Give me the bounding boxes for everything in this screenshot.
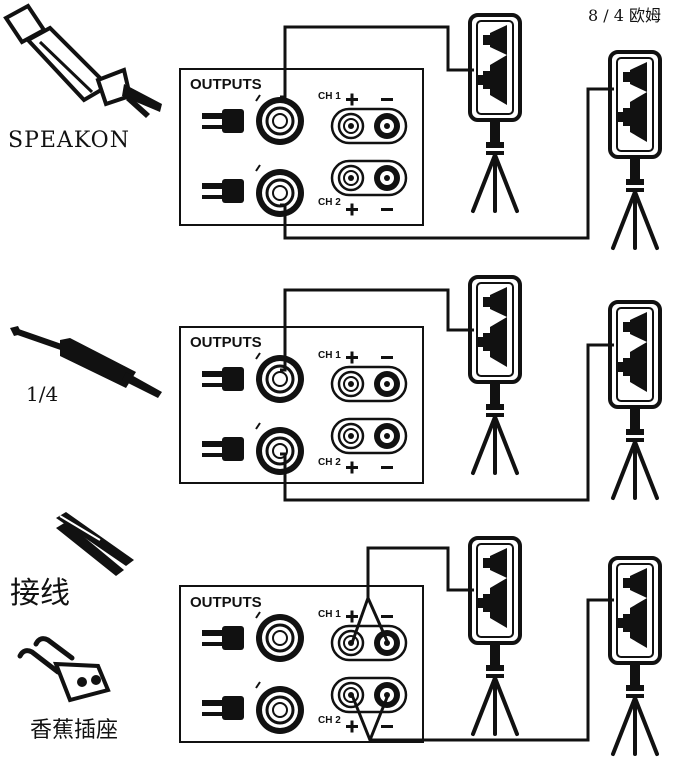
- banana-plug-icon: [17, 636, 111, 703]
- connector-label-quarter-inch: 1/4: [26, 382, 59, 406]
- quarter-inch-plug-icon: [10, 326, 162, 398]
- connector-label-speakon: SPEAKON: [8, 128, 130, 153]
- connector-label-banana: 香蕉插座: [30, 718, 119, 743]
- ch2-label: CH 2: [318, 715, 341, 726]
- speaker-wires: [280, 288, 614, 502]
- panel-2: [10, 275, 662, 502]
- ch1-label: CH 1: [318, 609, 341, 620]
- ch2-label: CH 2: [318, 457, 341, 468]
- ch2-label: CH 2: [318, 197, 341, 208]
- panel-3: [17, 512, 662, 756]
- ch1-label: CH 1: [318, 350, 341, 361]
- connector-label-bare-wire: 接线: [10, 576, 70, 611]
- outputs-label: OUTPUTS: [190, 594, 262, 611]
- panel-1: [3, 3, 662, 250]
- speakon-plug-icon: [3, 3, 162, 118]
- speaker-wires: [350, 546, 614, 742]
- outputs-label: OUTPUTS: [190, 334, 262, 351]
- ch1-label: CH 1: [318, 91, 341, 102]
- outputs-label: OUTPUTS: [190, 76, 262, 93]
- bare-wire-icon: [56, 512, 134, 576]
- impedance-note: 8 / 4 欧姆: [588, 6, 662, 25]
- speaker-wires: [280, 25, 614, 240]
